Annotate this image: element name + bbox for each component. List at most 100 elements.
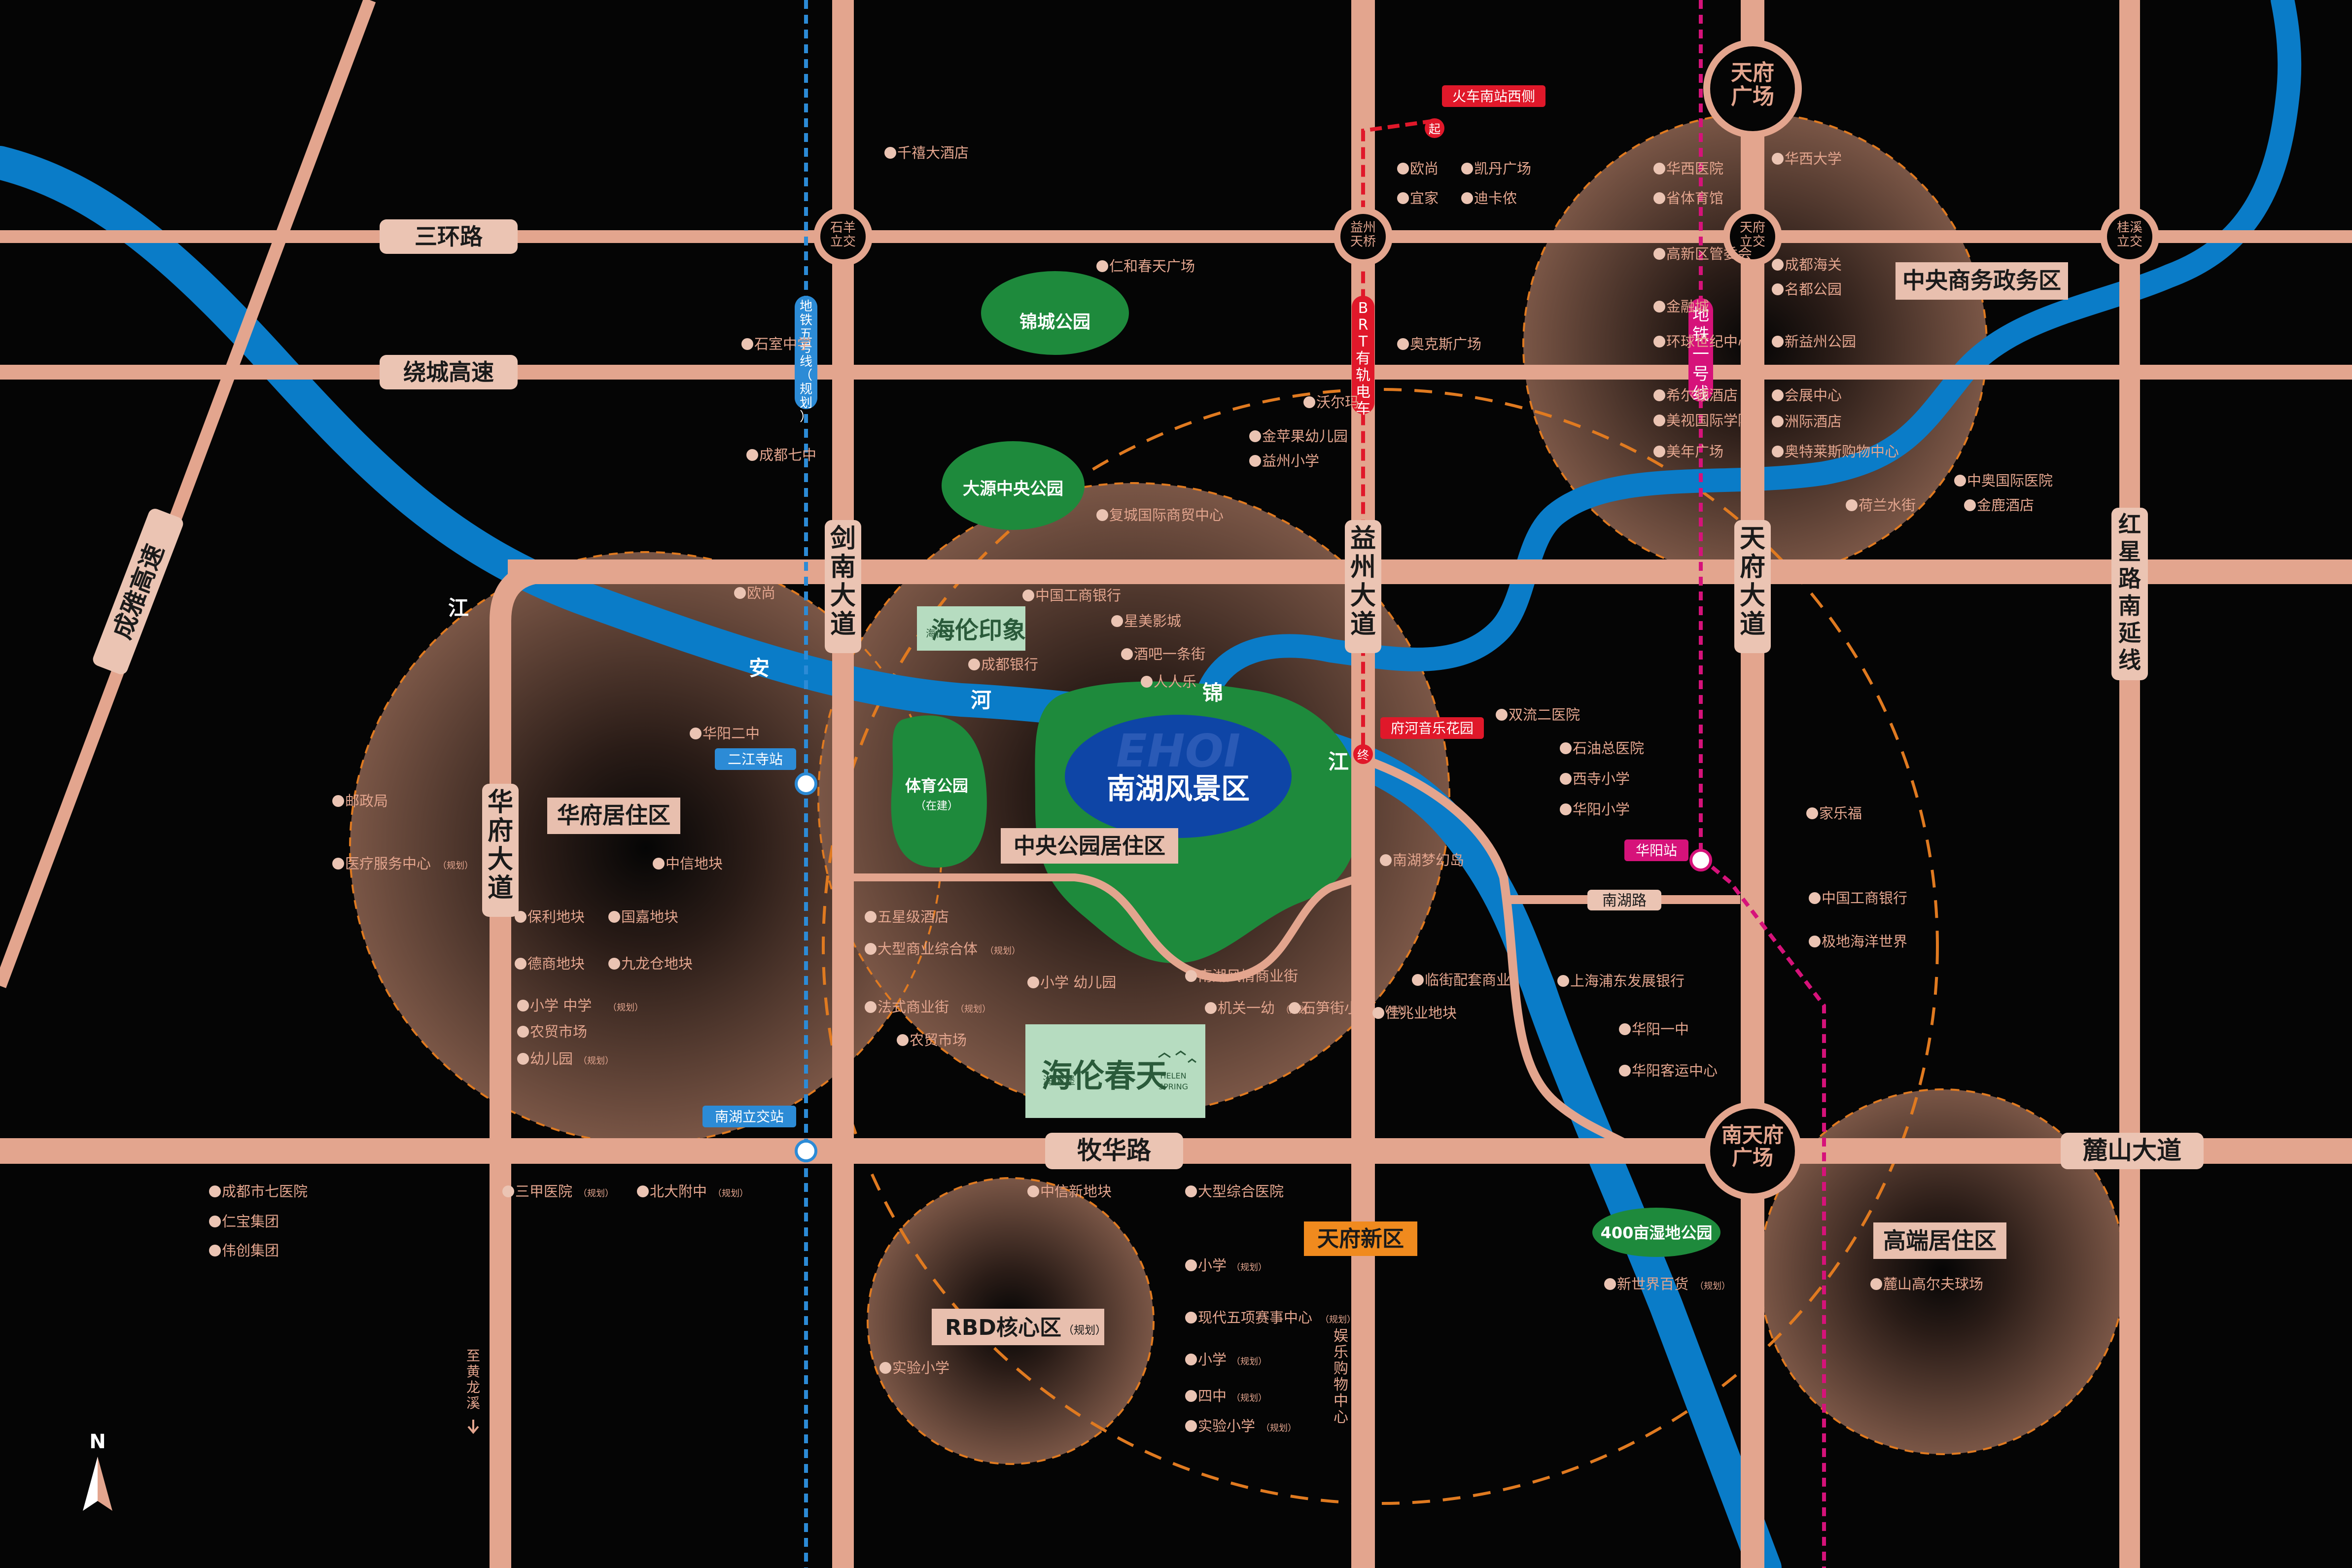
poi-marker-icon (502, 1185, 514, 1197)
parks (891, 271, 1720, 1257)
poi-label: 酒吧一条街 (1134, 646, 1205, 662)
svg-text:（规划）: （规划） (1063, 1324, 1106, 1337)
poi-27: 奥特莱斯购物中心 (1772, 443, 1899, 460)
poi-marker-icon (1560, 742, 1572, 754)
poi-marker-icon (1397, 163, 1409, 174)
poi-marker-icon (865, 1001, 877, 1013)
poi-label: 邮政局 (345, 793, 388, 809)
poi-17: 环球世纪中心 (1653, 333, 1752, 350)
poi-label: 农贸市场 (530, 1023, 587, 1040)
poi-74: 中信新地块 (1027, 1183, 1112, 1200)
poi-marker-icon (1205, 1002, 1217, 1014)
interchange-guixi-label: 桂溪立交 (2117, 220, 2142, 249)
poi-66: 上海浦东发展银行 (1557, 973, 1685, 989)
poi-6: 石室中学 (741, 336, 811, 352)
poi-label: 小学 (1198, 1351, 1227, 1368)
poi-marker-icon (1185, 1312, 1197, 1324)
poi-label: 石笋街小学 (1301, 1000, 1373, 1016)
compass-arrow-right-icon (98, 1457, 112, 1511)
poi-label: 沃尔玛 (1316, 394, 1359, 411)
poi-11: 益州小学 (1249, 453, 1319, 469)
poi-label: 新益州公园 (1785, 333, 1856, 350)
poi-marker-icon (1653, 446, 1665, 457)
poi-marker-icon (1772, 283, 1784, 295)
poi-63: 家乐福 (1806, 805, 1862, 822)
road-label-huafu: 华府大道 (482, 784, 519, 917)
poi-56: 临街配套商业 (1412, 972, 1510, 988)
jincheng-park-label: 锦城公园 (1019, 312, 1090, 332)
river-labels: 江 安 河 锦 江 (448, 596, 1349, 774)
road-label-raocheng: 绕城高速 (380, 355, 518, 389)
poi-14: 省体育馆 (1653, 190, 1723, 207)
poi-79: 实验小学 (879, 1359, 949, 1376)
poi-42: 国嘉地块 (608, 908, 678, 925)
svg-text:三环路: 三环路 (415, 223, 483, 250)
poi-label: 中国工商银行 (1035, 587, 1121, 604)
svg-text:SPRING: SPRING (1158, 1082, 1188, 1091)
poi-13: 华西医院 (1653, 160, 1723, 177)
svg-text:HELEN: HELEN (1160, 1071, 1186, 1080)
vertical-poi-label: 娱乐购物中心 (1334, 1327, 1348, 1426)
poi-label: 仁和春天广场 (1109, 258, 1195, 275)
poi-57: 佳兆业地块 (1372, 1005, 1457, 1021)
poi-marker-icon (1653, 163, 1665, 174)
district-labels: 中央商务政务区 华府居住区 中央公园居住区 RBD核心区 （规划） 天府新区 高… (547, 262, 2068, 1345)
poi-10: 金苹果幼儿园 (1249, 428, 1348, 445)
road-huafu (490, 561, 550, 1568)
poi-marker-icon (608, 958, 620, 970)
compass-arrow-left-icon (83, 1457, 98, 1511)
poi-61: 西寺小学 (1560, 770, 1630, 787)
svg-text:华阳站: 华阳站 (1636, 842, 1677, 859)
poi-label: 医疗服务中心 (345, 855, 431, 872)
poi-label: 华阳小学 (1573, 801, 1630, 818)
poi-label: 农贸市场 (910, 1032, 967, 1048)
poi-label: 益州小学 (1262, 453, 1319, 469)
poi-80: 四中（规划） (1185, 1388, 1267, 1404)
poi-label: 机关一幼 (1218, 1000, 1275, 1016)
poi-marker-icon (1397, 338, 1409, 350)
poi-label: 欧尚 (747, 585, 775, 601)
poi-label: 荷兰水街 (1859, 497, 1916, 514)
svg-text:地铁一号线: 地铁一号线 (1692, 305, 1709, 404)
poi-label: 南湖梦幻岛 (1393, 852, 1464, 869)
sports-park-label: 体育公园 (905, 776, 968, 795)
poi-23: 名都公园 (1772, 281, 1842, 298)
poi-30: 金鹿酒店 (1964, 497, 2034, 514)
poi-64: 中国工商银行 (1809, 890, 1907, 906)
poi-9: 沃尔玛 (1303, 394, 1359, 411)
poi-24: 新益州公园 (1772, 333, 1856, 350)
poi-label: 环球世纪中心 (1666, 333, 1752, 350)
poi-marker-icon (865, 911, 877, 923)
poi-marker-icon (209, 1185, 221, 1197)
poi-69: 成都市七医院 (209, 1183, 308, 1200)
project-impression: 海伦 海伦印象 (917, 606, 1026, 651)
svg-text:海伦印象: 海伦印象 (931, 617, 1026, 644)
poi-label: 四中 (1198, 1388, 1227, 1404)
poi-59: 双流二医院 (1496, 706, 1580, 723)
poi-21: 华西大学 (1772, 150, 1842, 167)
poi-marker-icon (209, 1245, 221, 1256)
radius-ring (822, 388, 1939, 1505)
poi-77: 现代五项赛事中心（规划） (1185, 1309, 1356, 1326)
poi-label: 国嘉地块 (621, 908, 678, 925)
dayuan-park (942, 441, 1085, 530)
poi-label: 家乐福 (1819, 805, 1862, 822)
poi-73: 北大附中（规划） (637, 1183, 748, 1200)
park-labels: 锦城公园 大源中央公园 体育公园 （在建） EHOI 南湖风景区 400亩湿地公… (905, 312, 1712, 1242)
poi-16: 金融城 (1653, 298, 1709, 315)
poi-8: 奥克斯广场 (1397, 336, 1481, 352)
poi-marker-icon (1619, 1023, 1631, 1035)
poi-planned-tag: （规划） (608, 1003, 643, 1013)
svg-text:二江寺站: 二江寺站 (728, 751, 783, 767)
district-rbd: RBD核心区 （规划） (932, 1309, 1106, 1345)
poi-planned-tag: （规划） (1261, 1423, 1297, 1433)
poi-marker-icon (1809, 892, 1821, 904)
poi-planned-tag: （规划） (985, 946, 1020, 956)
svg-text:南湖路: 南湖路 (1602, 892, 1647, 909)
zone-highend (1760, 1089, 2125, 1454)
svg-text:RBD核心区: RBD核心区 (945, 1315, 1061, 1340)
poi-5: 迪卡侬 (1461, 190, 1517, 207)
poi-label: 小学 中学 (530, 997, 592, 1014)
poi-33: 星美影城 (1111, 613, 1181, 629)
